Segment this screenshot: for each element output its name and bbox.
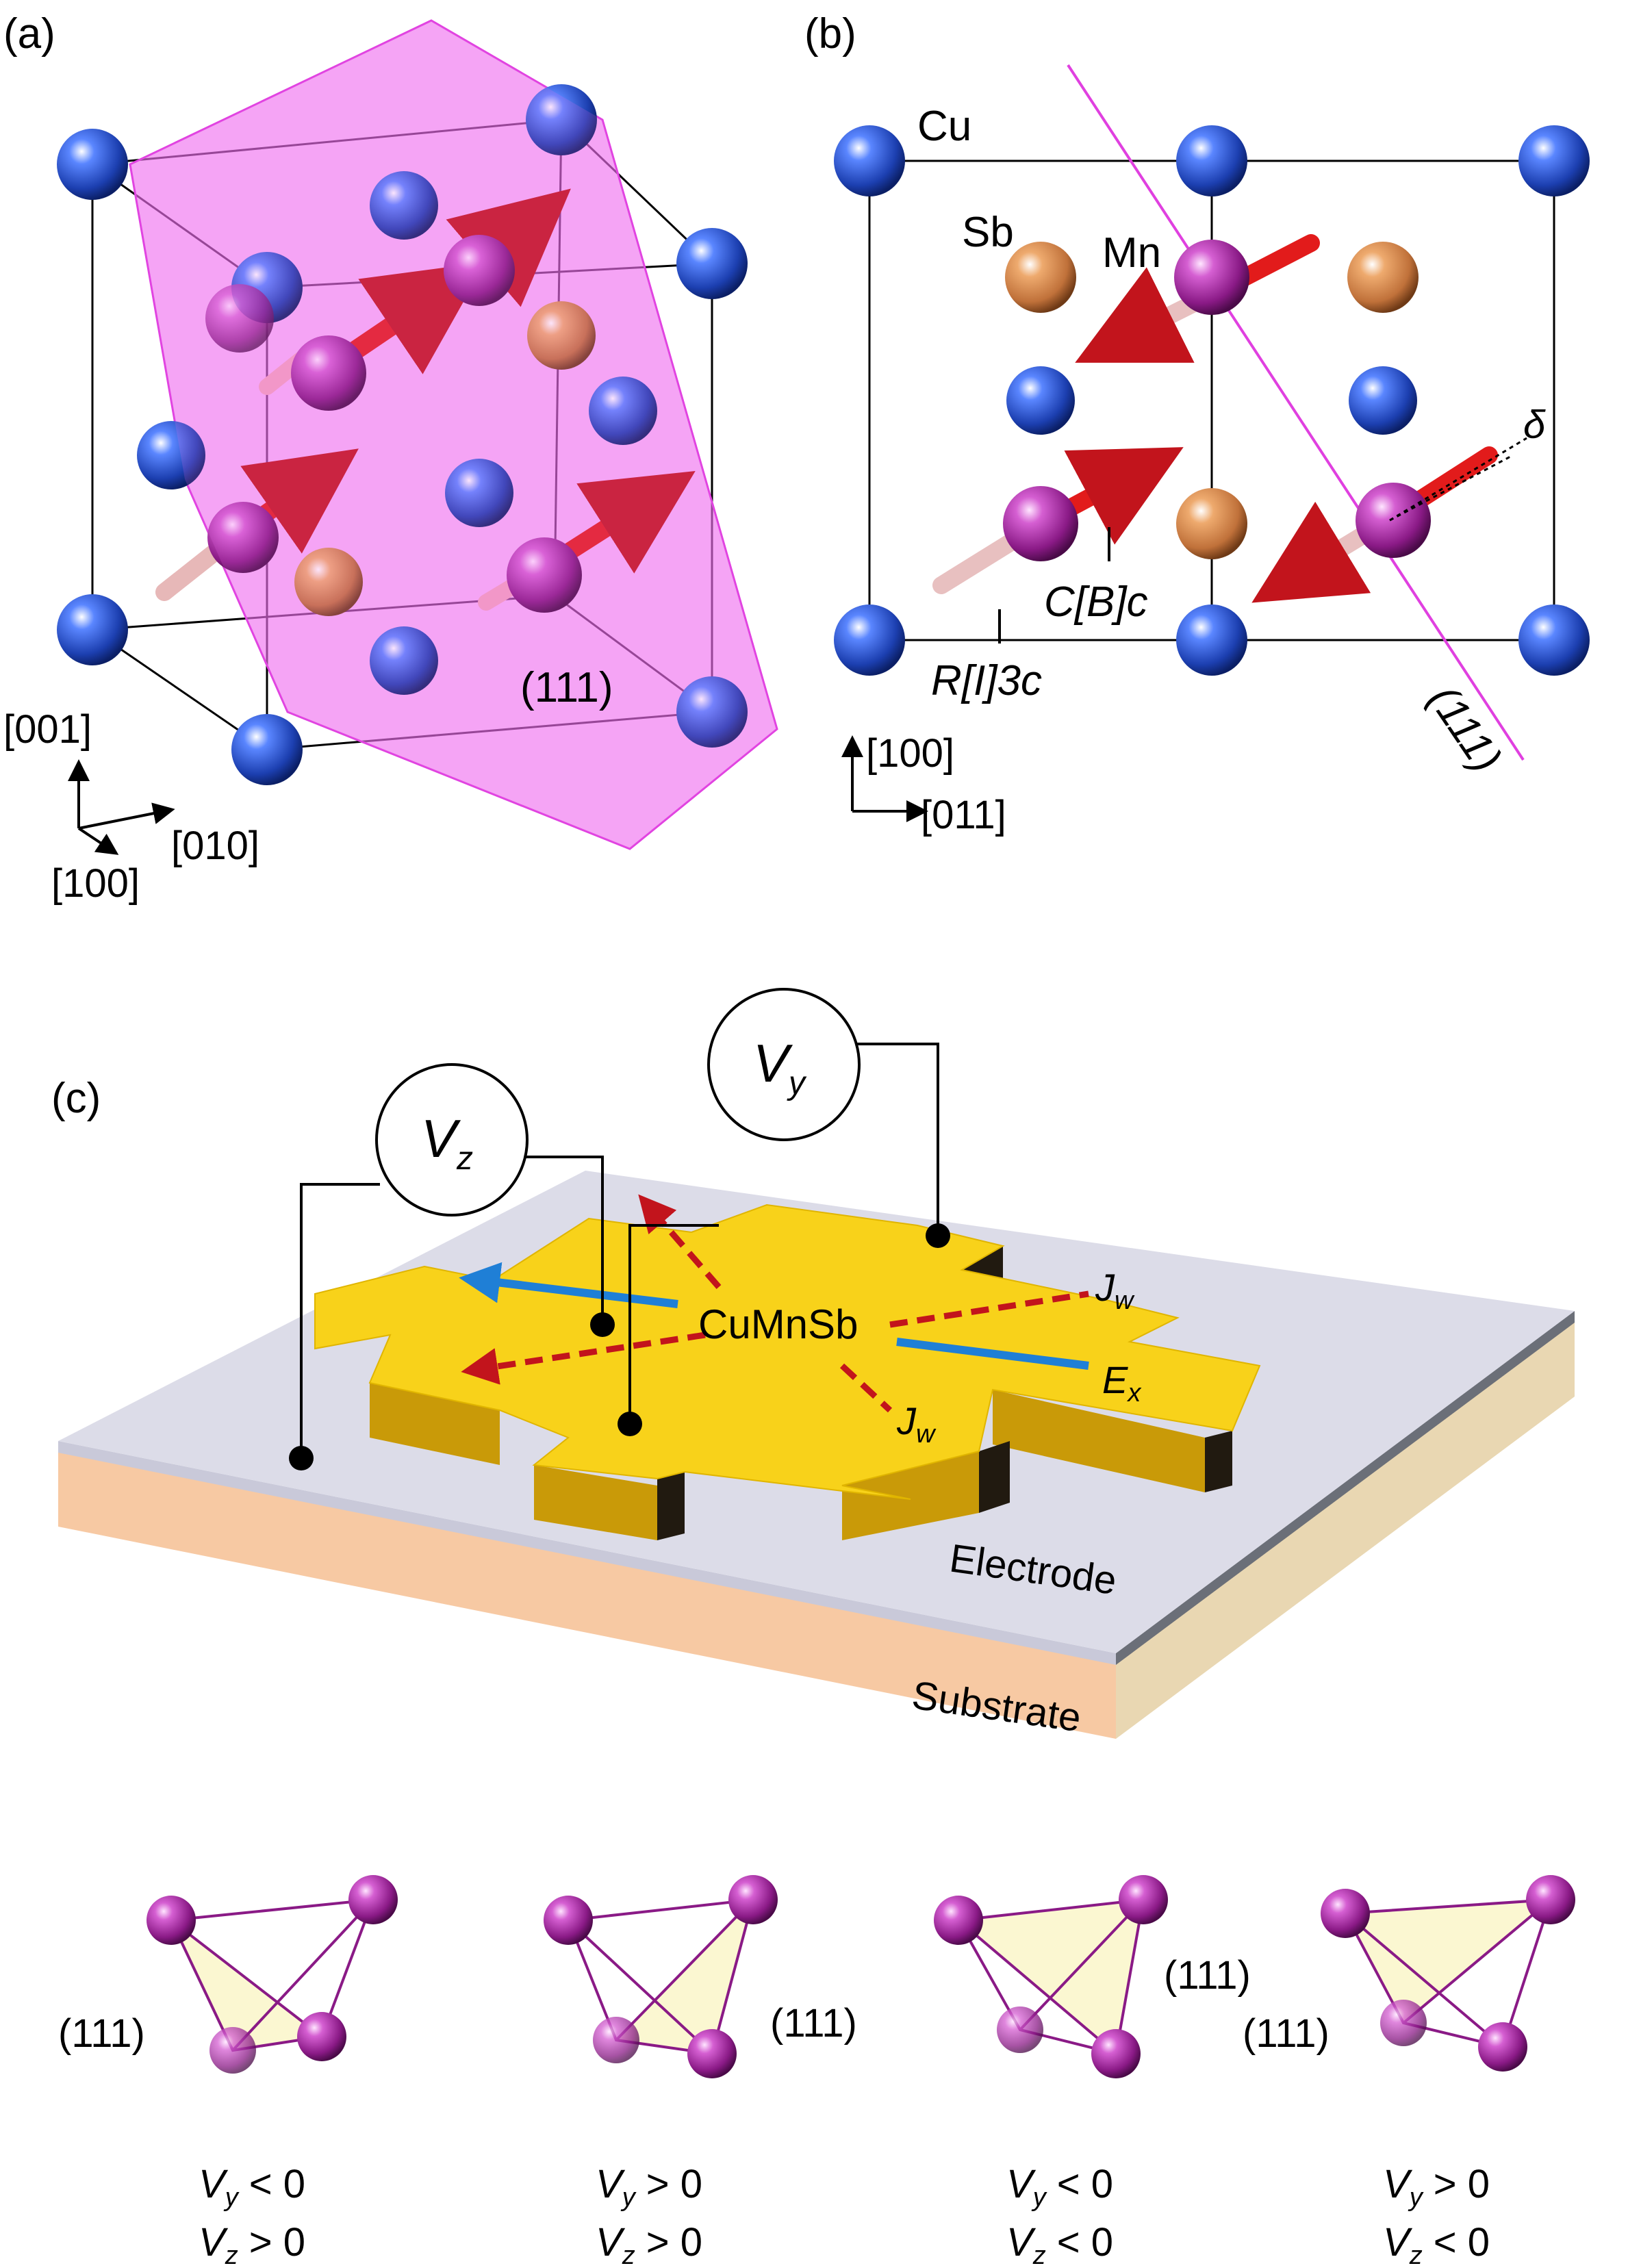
voltmeter-vz: Vz [375, 1063, 529, 1216]
tetra-4-plane: (111) [1243, 2011, 1330, 2056]
jw-label-bottom: Jw [896, 1399, 937, 1449]
sb-atoms-a [294, 301, 596, 616]
tetra-2-plane: (111) [770, 2001, 857, 2046]
axis-011-b: [011] [921, 793, 1006, 837]
ex-label: Ex [1102, 1358, 1142, 1407]
axis-010-a: [010] [171, 824, 259, 868]
tetrahedron-1: (111) Vy < 0 Vz > 0 [58, 1875, 398, 2268]
material-label: CuMnSb [698, 1301, 858, 1347]
tetra-4-vy: Vy > 0 [1383, 2162, 1490, 2212]
tetrahedra-row: (111) Vy < 0 Vz > 0 (111) Vy > 0 Vz > 0 [58, 1875, 1575, 2268]
tetrahedron-3: (111) Vy < 0 Vz < 0 [934, 1875, 1251, 2268]
svg-text:(111): (111) [1419, 677, 1510, 780]
tetra-1-vz: Vz > 0 [199, 2220, 305, 2268]
voltmeter-vy: Vy [707, 988, 861, 1141]
plane-label-b: (111) [1419, 677, 1510, 780]
electrode-front [58, 1441, 1116, 1665]
axis-100-a: [100] [51, 861, 140, 906]
plane-111-a [129, 19, 778, 850]
wires [300, 1043, 939, 1458]
tetra-4-vz: Vz < 0 [1383, 2220, 1490, 2268]
tetra-3-vz: Vz < 0 [1006, 2220, 1113, 2268]
plane-label-a: (111) [520, 664, 613, 711]
tetrahedron-4: (111) Vy > 0 Vz < 0 [1243, 1875, 1575, 2268]
delta-label: δ [1523, 403, 1546, 447]
panel-a: (a) [3, 10, 778, 906]
panel-b: (b) [804, 10, 1590, 837]
tetra-3-vy: Vy < 0 [1006, 2162, 1113, 2212]
axis-100-b: [100] [866, 731, 954, 776]
tetra-2-vy: Vy > 0 [596, 2162, 702, 2212]
ri3c-label: R[I]3c [931, 657, 1042, 704]
plane-line-b [1067, 64, 1525, 761]
electrode-side [1116, 1311, 1575, 1665]
axis-001-a: [001] [3, 707, 92, 752]
axes-b: [100] [011] [841, 731, 1006, 837]
cu-atoms-b [834, 125, 1590, 676]
panel-c-label: (c) [51, 1075, 101, 1122]
tetra-1-vy: Vy < 0 [199, 2162, 305, 2212]
axes-a: [001] [010] [100] [3, 707, 259, 906]
panel-c: (c) CuMnSb J [51, 988, 1575, 1740]
svg-text:Vz: Vz [421, 1108, 473, 1177]
panel-a-label: (a) [3, 10, 55, 58]
svg-text:Vy: Vy [753, 1033, 807, 1101]
tetra-2-vz: Vz > 0 [596, 2220, 702, 2268]
tetra-3-plane: (111) [1164, 1953, 1251, 1998]
panel-b-label: (b) [804, 10, 856, 58]
cbc-label: C[B]c [1044, 578, 1148, 626]
cu-label: Cu [917, 103, 971, 150]
tetrahedron-2: (111) Vy > 0 Vz > 0 [544, 1875, 857, 2268]
jw-label-top: Jw [1095, 1266, 1135, 1315]
substrate-side [1116, 1321, 1575, 1739]
mn-label: Mn [1102, 229, 1161, 277]
sb-label: Sb [962, 209, 1014, 256]
contact-dots [289, 1223, 950, 1470]
mn-atoms-b [1003, 240, 1431, 561]
flow-arrows [459, 1194, 1089, 1413]
moment-arrows-a [155, 188, 696, 611]
sb-atoms-b [1005, 242, 1419, 559]
cu-atoms-a [57, 84, 748, 785]
substrate-front [58, 1451, 1116, 1739]
mn-atoms-a [205, 235, 582, 613]
cumnsb-hall-bar [314, 1203, 1261, 1540]
delta-angle [1389, 437, 1527, 522]
tetra-1-plane: (111) [58, 2011, 145, 2056]
